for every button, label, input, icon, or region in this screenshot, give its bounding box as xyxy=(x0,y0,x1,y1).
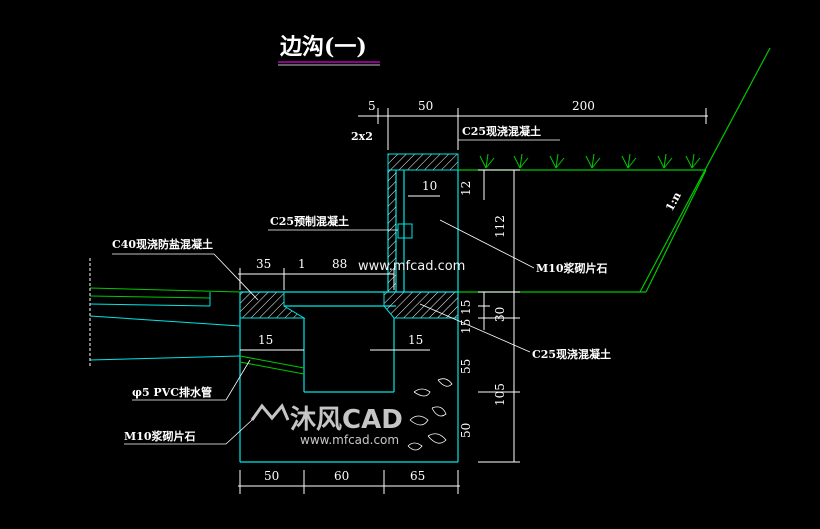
dim-35: 35 xyxy=(256,257,271,271)
label-c25-top: C25现浇混凝土 xyxy=(462,124,541,138)
mid-dimension-line xyxy=(238,195,440,351)
dim-bottom-65: 65 xyxy=(410,469,425,483)
dim-88: 88 xyxy=(332,257,347,271)
cap-slab xyxy=(387,153,459,171)
stone-masonry xyxy=(407,378,453,451)
dim-55: 55 xyxy=(459,359,473,374)
dim-10: 10 xyxy=(422,179,437,193)
pvc-pipe xyxy=(239,355,305,375)
right-dimension-lines xyxy=(478,169,520,463)
dim-15-15: 15 15 xyxy=(459,300,473,334)
precast-wall-hatch xyxy=(388,170,396,292)
dim-200: 200 xyxy=(572,99,595,113)
dim-12: 12 xyxy=(459,181,473,196)
label-2x2: 2x2 xyxy=(351,130,373,143)
watermark-url: www.mfcad.com xyxy=(358,259,465,274)
dim-112: 112 xyxy=(493,215,507,238)
dim-1: 1 xyxy=(298,257,306,271)
label-c40: C40现浇防盐混凝土 xyxy=(112,237,213,251)
bottom-dimension-line xyxy=(238,470,460,494)
grass-marks xyxy=(479,153,701,169)
logo-url: www.mfcad.com xyxy=(300,433,399,447)
c25-lower-leader xyxy=(419,303,531,353)
c40-left-slab xyxy=(239,291,306,319)
dim-5: 5 xyxy=(368,99,376,113)
m10-left-leader xyxy=(225,419,253,445)
dim-bottom-50: 50 xyxy=(264,469,279,483)
dim-30: 30 xyxy=(493,307,507,322)
label-m10-right: M10浆砌片石 xyxy=(536,261,607,275)
dim-bottom-60: 60 xyxy=(334,469,349,483)
dim-50: 50 xyxy=(418,99,433,113)
watermark-logo: 沐风CAD www.mfcad.com xyxy=(250,403,403,447)
dim-105: 105 xyxy=(493,383,507,406)
title-block: 边沟(一) xyxy=(278,34,380,66)
drawing-title: 边沟(一) xyxy=(279,34,367,60)
label-c25-lower: C25现浇混凝土 xyxy=(532,347,611,361)
label-c25-precast: C25预制混凝土 xyxy=(270,214,349,228)
m10-right-leader xyxy=(439,219,535,269)
logo-text: 沐风CAD xyxy=(290,405,403,435)
logo-icon xyxy=(250,403,290,421)
slope-label: 1:n xyxy=(663,190,684,214)
pavement-layers xyxy=(89,258,241,366)
precast-notch xyxy=(397,223,413,239)
label-pvc: φ5 PVC排水管 xyxy=(132,385,212,399)
dim-15-right: 15 xyxy=(408,333,423,347)
dim-15-left: 15 xyxy=(258,333,273,347)
c40-leader xyxy=(213,253,259,301)
pvc-leader xyxy=(225,359,251,401)
top-dimension-line xyxy=(358,108,708,150)
dim-50-right: 50 xyxy=(459,423,473,438)
label-m10-left: M10浆砌片石 xyxy=(124,429,195,443)
c25-right-slab xyxy=(383,291,459,319)
